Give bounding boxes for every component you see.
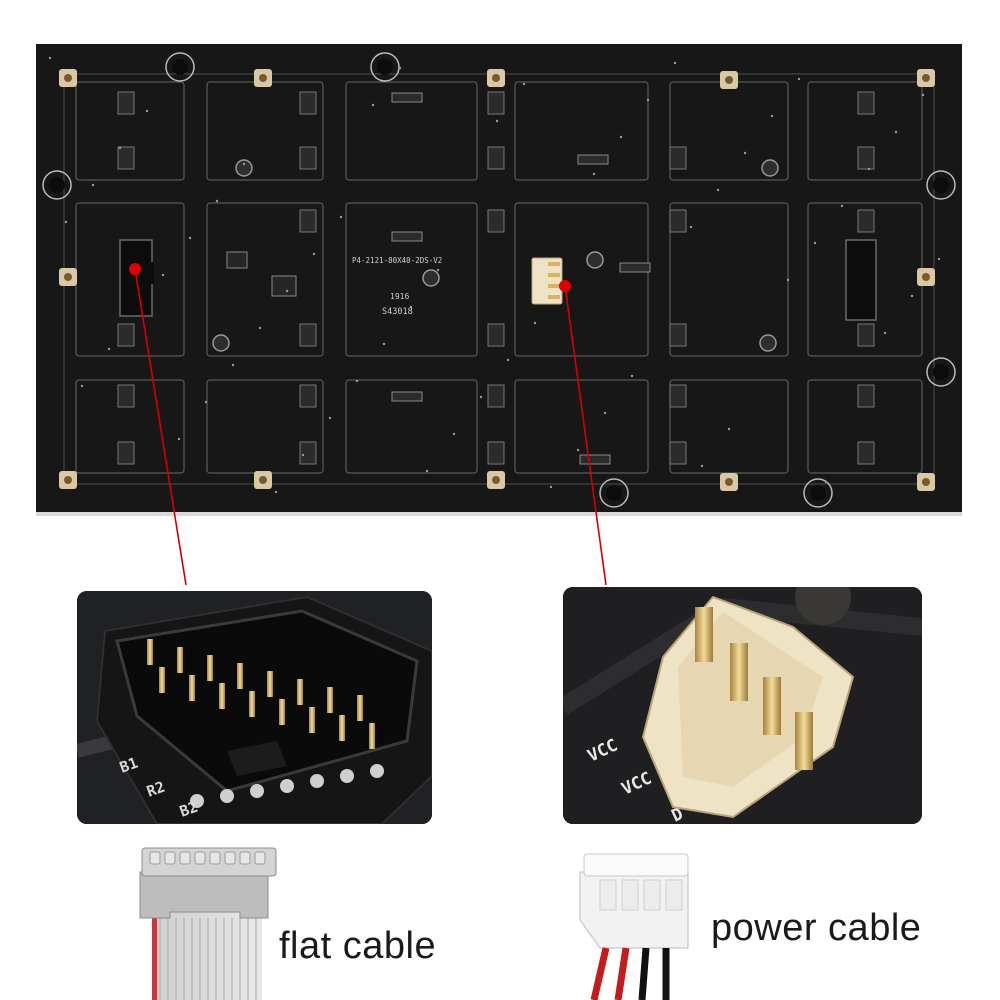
driver-ic	[299, 441, 317, 465]
module-outline	[345, 379, 478, 474]
logic-ic	[391, 391, 423, 402]
logic-ic	[577, 154, 609, 165]
date-code-silkscreen: S43018	[382, 307, 413, 317]
driver-ic	[299, 209, 317, 233]
driver-ic	[669, 441, 687, 465]
screw-hole	[370, 52, 400, 82]
capacitor	[422, 269, 440, 287]
driver-ic	[857, 384, 875, 408]
module-outline	[514, 202, 649, 357]
module-outline	[206, 202, 324, 357]
screw-hole	[599, 478, 629, 508]
logic-ic	[579, 454, 611, 465]
driver-ic	[117, 146, 135, 170]
pointer-dot-power	[559, 280, 571, 292]
module-outline	[807, 81, 923, 181]
capacitor	[759, 334, 777, 352]
flat-connector-closeup: B1 R2 B2	[77, 591, 432, 824]
closeup-silk-b1: B1	[117, 754, 140, 777]
module-outline	[345, 81, 478, 181]
regulator-ic	[226, 251, 248, 269]
driver-ic	[487, 146, 505, 170]
screw-hole	[165, 52, 195, 82]
power-connector-closeup: VCC VCC D	[563, 587, 922, 824]
driver-ic	[487, 323, 505, 347]
driver-ic	[669, 384, 687, 408]
power-header-small	[531, 257, 563, 305]
driver-ic	[299, 384, 317, 408]
screw-hole	[926, 357, 956, 387]
closeup-silk-b2: B2	[177, 798, 200, 821]
module-outline	[345, 202, 478, 357]
driver-ic	[857, 91, 875, 115]
pointer-dot-flat	[129, 263, 141, 275]
driver-ic	[117, 323, 135, 347]
power-cable-image	[579, 853, 689, 1000]
module-outline	[514, 379, 649, 474]
driver-ic	[669, 209, 687, 233]
driver-ic	[299, 323, 317, 347]
model-silkscreen: P4-2121-80X40-2DS-V2	[352, 256, 442, 265]
driver-ic	[487, 441, 505, 465]
closeup-silk-r2: R2	[144, 778, 167, 801]
driver-ic	[487, 384, 505, 408]
flat-cable-label: flat cable	[279, 925, 437, 967]
driver-ic	[857, 441, 875, 465]
capacitor	[235, 159, 253, 177]
logic-ic	[619, 262, 651, 273]
module-outline	[807, 379, 923, 474]
driver-ic	[487, 209, 505, 233]
driver-ic	[857, 209, 875, 233]
driver-ic	[487, 91, 505, 115]
driver-ic	[117, 441, 135, 465]
driver-ic	[669, 323, 687, 347]
capacitor	[212, 334, 230, 352]
driver-ic	[299, 146, 317, 170]
mark-silkscreen: 1916	[390, 292, 409, 301]
module-outline	[75, 81, 185, 181]
driver-ic	[857, 323, 875, 347]
screw-hole	[42, 170, 72, 200]
logic-ic	[391, 231, 423, 242]
driver-ic	[299, 91, 317, 115]
screw-hole	[926, 170, 956, 200]
power-cable-label: power cable	[711, 907, 922, 949]
output-connector-small	[845, 239, 877, 321]
module-outline	[75, 379, 185, 474]
driver-ic	[117, 384, 135, 408]
logic-ic	[391, 92, 423, 103]
module-outline	[514, 81, 649, 181]
driver-ic	[117, 91, 135, 115]
capacitor	[761, 159, 779, 177]
pointer-line-flat	[134, 268, 187, 586]
flat-cable-image	[139, 847, 277, 1000]
pointer-line-power	[564, 285, 607, 586]
driver-ic	[857, 146, 875, 170]
screw-hole	[803, 478, 833, 508]
controller-ic	[271, 275, 297, 297]
driver-ic	[669, 146, 687, 170]
capacitor	[586, 251, 604, 269]
